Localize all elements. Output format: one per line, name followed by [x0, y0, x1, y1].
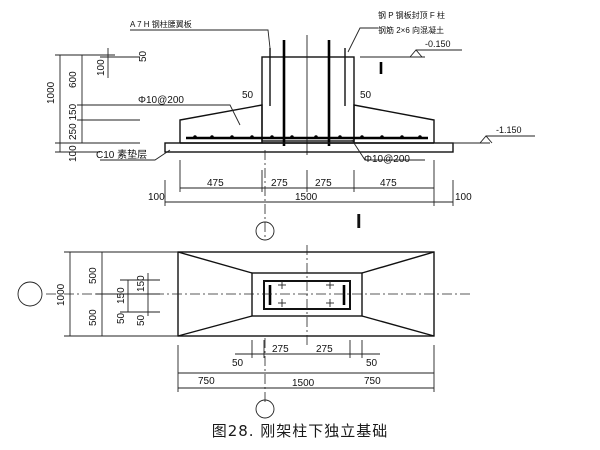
plan-half-dim-left: 750 [198, 376, 215, 387]
plan-inner-dim-2: 275 [272, 344, 289, 355]
plan-dim-inner-1: 150 [116, 287, 127, 304]
pedestal-offset-right: 50 [360, 90, 372, 101]
note-top-left: A 7 H 钢柱腰翼板 [130, 19, 192, 29]
elevation-marker-bottom [440, 135, 535, 144]
plan-left-dim-lines [64, 251, 178, 337]
plan-inner-dim-1: 50 [232, 358, 244, 369]
slope-line-2 [361, 251, 435, 274]
drawing-canvas: A 7 H 钢柱腰翼板 钢 P 钢板封顶 F 柱 钢筋 2×6 向混凝土 -0.… [17, 10, 535, 419]
plan-bottom-dim-lines [177, 340, 435, 392]
bottom-dim-1: 475 [207, 178, 224, 189]
cushion-layer [164, 142, 454, 153]
left-dim-mid: 250 150 [68, 103, 79, 140]
leader-rebar-right [351, 139, 425, 161]
slope-line-3 [177, 315, 253, 337]
elevation-bottom-label: -1.150 [496, 125, 522, 135]
leader-cushion [100, 149, 171, 161]
slope-line-4 [361, 315, 435, 337]
axis-bubble-left [17, 281, 43, 307]
plan-inner-dim-3: 275 [316, 344, 333, 355]
rebar-dots [193, 135, 422, 139]
bottom-dim-lines [164, 160, 454, 206]
plan-view: 1000 500 500 150 150 50 50 50 275 275 50… [17, 245, 470, 419]
section-mark-label: I [356, 211, 362, 233]
rebar-label-right: Φ10@200 [364, 154, 410, 165]
bottom-dim-2: 275 [271, 178, 288, 189]
section-view: A 7 H 钢柱腰翼板 钢 P 钢板封顶 F 柱 钢筋 2×6 向混凝土 -0.… [46, 10, 535, 233]
cushion-overhang-left: 100 [148, 192, 165, 203]
plan-overall-width: 1500 [292, 378, 315, 389]
column-pedestal [261, 56, 355, 142]
left-dim-bottom: 100 [68, 145, 79, 162]
slope-line-1 [177, 251, 253, 274]
cushion-overhang-right: 100 [455, 192, 472, 203]
note-top-right-1: 钢 P 钢板封顶 F 柱 [378, 10, 445, 20]
elevation-top-label: -0.150 [425, 39, 451, 49]
pedestal-offset-left: 50 [242, 90, 254, 101]
left-dim-total: 1000 [46, 81, 57, 104]
plan-dim-inner-4: 50 [136, 314, 147, 326]
plan-inner-dim-4: 50 [366, 358, 378, 369]
leader-top-left [130, 29, 271, 49]
elevation-marker-top [360, 49, 462, 58]
axis-bubble-upper [255, 221, 275, 241]
leader-rebar-left [130, 104, 241, 126]
top-small-dim: 50 [138, 50, 149, 62]
left-dim-lines [55, 48, 140, 153]
plan-dim-total: 1000 [56, 283, 67, 306]
anchor-bolts-plan [278, 281, 334, 307]
plan-half-dim-right: 750 [364, 376, 381, 387]
bottom-dim-3: 275 [315, 178, 332, 189]
footing-slope-left [179, 104, 263, 143]
plan-dim-lower: 500 [88, 309, 99, 326]
plan-dim-inner-3: 50 [116, 312, 127, 324]
left-dim-top-small: 100 [96, 59, 107, 76]
note-top-right-2: 钢筋 2×6 向混凝土 [378, 25, 444, 35]
leader-top-right [347, 27, 378, 53]
plan-dim-upper: 500 [88, 267, 99, 284]
bottom-dim-4: 475 [380, 178, 397, 189]
axis-bubble-lower [255, 399, 275, 419]
plan-dim-inner-2: 150 [136, 275, 147, 292]
footing-slope-right [353, 104, 435, 143]
rebar-label-left: Φ10@200 [138, 95, 184, 106]
section-overall-width: 1500 [295, 192, 318, 203]
cushion-label: C10 素垫层 [96, 148, 147, 161]
figure-caption: 图28. 刚架柱下独立基础 [211, 422, 389, 440]
left-dim-upper: 600 [68, 71, 79, 88]
